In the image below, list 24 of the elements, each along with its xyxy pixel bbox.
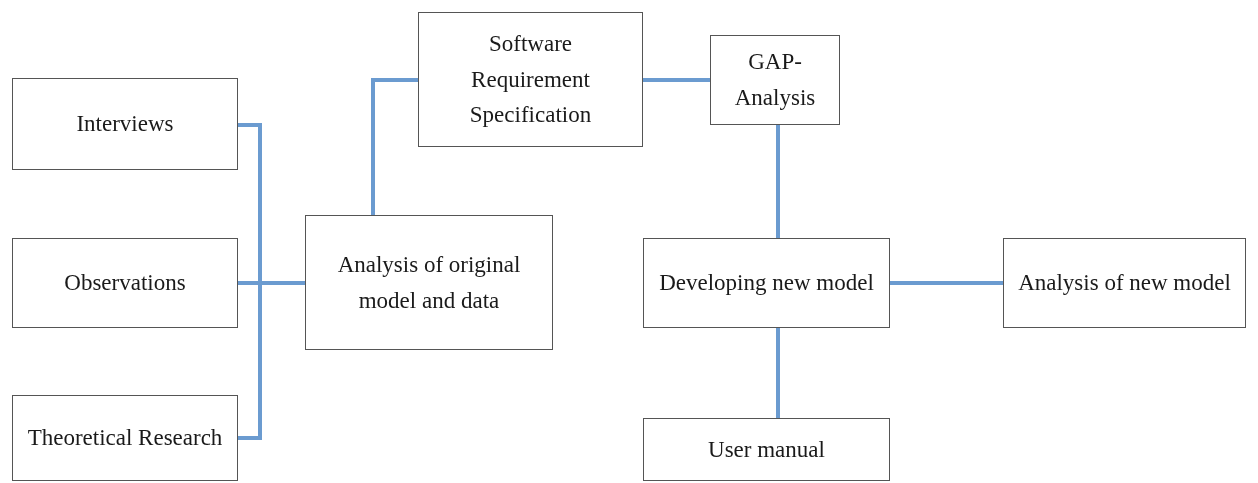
process-box [710,35,840,125]
box-label: User manual [708,435,825,464]
box-label: Theoretical Research [27,424,223,453]
process-box [305,215,553,350]
box-label: Interviews [76,110,174,139]
connector-line [776,125,780,238]
connector-line [643,78,710,82]
connector-line [371,78,418,215]
process-box [643,418,890,481]
process-box [1003,238,1246,328]
connector-line [238,281,305,440]
process-box [643,238,890,328]
process-box [12,78,238,170]
process-box [12,238,238,328]
box-label: Analysis of new model [1018,269,1231,298]
box-label: GAP-Analysis [733,48,817,112]
box-label: Developing new model [659,269,874,298]
box-label: Observations [64,269,186,298]
connector-line [776,328,780,418]
box-label: Analysis of original model and data [336,250,522,315]
process-box [418,12,643,147]
box-label: Software Requirement Specification [468,30,593,130]
process-box [12,395,238,481]
connector-line [890,281,1003,285]
